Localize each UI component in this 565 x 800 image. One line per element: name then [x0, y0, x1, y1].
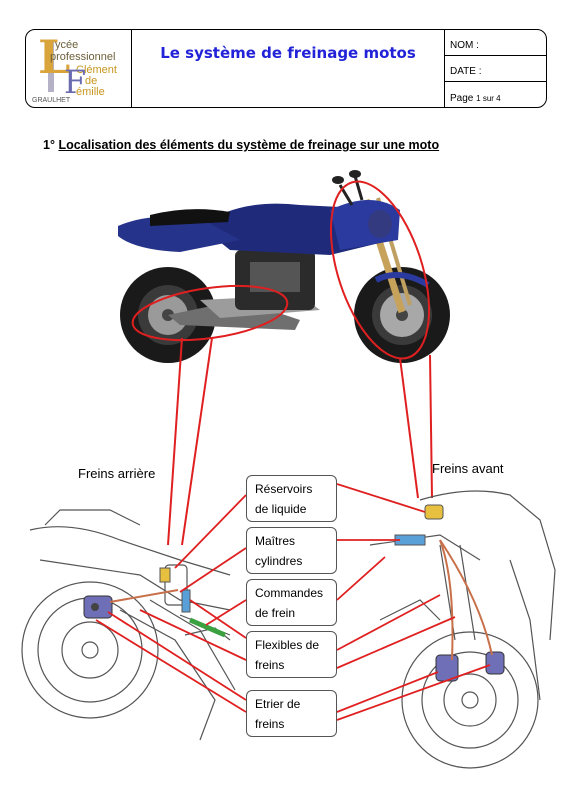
- info-cell: NOM : DATE : Page 1 sur 4: [445, 30, 546, 107]
- rear-brake-highlight: [131, 284, 289, 342]
- logo-text-4: de: [85, 75, 98, 87]
- logo-bar: [48, 42, 54, 92]
- box-brake-controls: Commandes de frein: [246, 579, 337, 626]
- page-title: Le système de freinage motos: [160, 44, 416, 62]
- front-brakes-label: Freins avant: [432, 461, 504, 476]
- box-line: de liquide: [255, 502, 307, 516]
- box-line: Etrier de: [255, 697, 301, 711]
- rear-brake-caliper-icon: [83, 595, 113, 619]
- front-brake-highlight: [329, 180, 431, 360]
- section-title: Localisation des éléments du système de …: [58, 138, 440, 152]
- motorcycle-photo: [118, 170, 450, 363]
- page-label: Page: [450, 93, 474, 104]
- nom-field[interactable]: NOM :: [445, 30, 546, 56]
- section-heading: 1° Localisation des éléments du système …: [43, 138, 439, 152]
- page-value: 1 sur 4: [476, 94, 501, 103]
- section-number: 1°: [43, 138, 55, 152]
- rear-brakes-label: Freins arrière: [78, 466, 156, 481]
- title-cell: Le système de freinage motos: [132, 30, 445, 107]
- header-table: L ycée professionnel Clément de F émille…: [25, 29, 547, 108]
- date-field[interactable]: DATE :: [445, 56, 546, 82]
- page-number: Page 1 sur 4: [445, 82, 546, 107]
- box-line: Commandes: [255, 586, 324, 600]
- front-brake-caliper-icon: [435, 651, 505, 682]
- box-master-cylinders: Maîtres cylindres: [246, 527, 337, 574]
- logo-text-2: professionnel: [50, 51, 116, 63]
- box-line: Maîtres: [255, 534, 296, 548]
- box-line: Flexibles de: [255, 638, 320, 652]
- box-brake-calipers: Etrier de freins: [246, 690, 337, 737]
- box-fluid-reservoirs: Réservoirs de liquide: [246, 475, 337, 522]
- pointer-lines: [95, 483, 491, 721]
- box-line: freins: [255, 658, 285, 672]
- logo-letter-f: F: [64, 63, 87, 101]
- box-line: de frein: [255, 606, 296, 620]
- logo-text-1: ycée: [55, 39, 79, 51]
- box-line: freins: [255, 717, 285, 731]
- front-brake-drawing: [369, 490, 556, 769]
- box-brake-hoses: Flexibles de freins: [246, 631, 337, 678]
- school-logo: L ycée professionnel Clément de F émille…: [26, 30, 132, 107]
- rear-brake-drawing: [21, 509, 236, 741]
- logo-text-5: émille: [76, 86, 105, 98]
- box-line: Réservoirs: [255, 482, 313, 496]
- box-line: cylindres: [255, 554, 303, 568]
- logo-city: GRAULHET: [32, 97, 71, 104]
- logo-text-3: Clément: [76, 64, 117, 76]
- logo-letter-l: L: [38, 30, 71, 84]
